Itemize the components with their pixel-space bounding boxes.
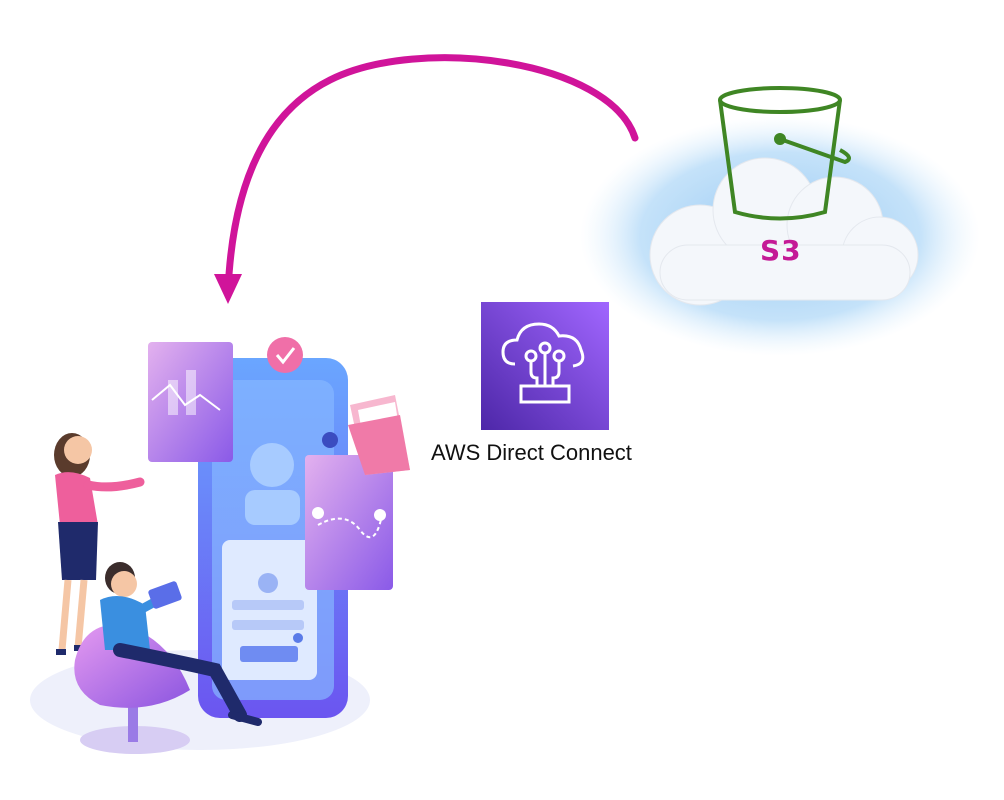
flow-arrow bbox=[228, 58, 635, 292]
direct-connect-glyph bbox=[481, 302, 609, 430]
s3-label: S3 bbox=[760, 234, 802, 267]
direct-connect-label: AWS Direct Connect bbox=[431, 440, 632, 466]
direct-connect-icon bbox=[481, 302, 609, 430]
arrow-head bbox=[214, 274, 242, 304]
people-using-mobile-app-illustration bbox=[30, 337, 410, 754]
